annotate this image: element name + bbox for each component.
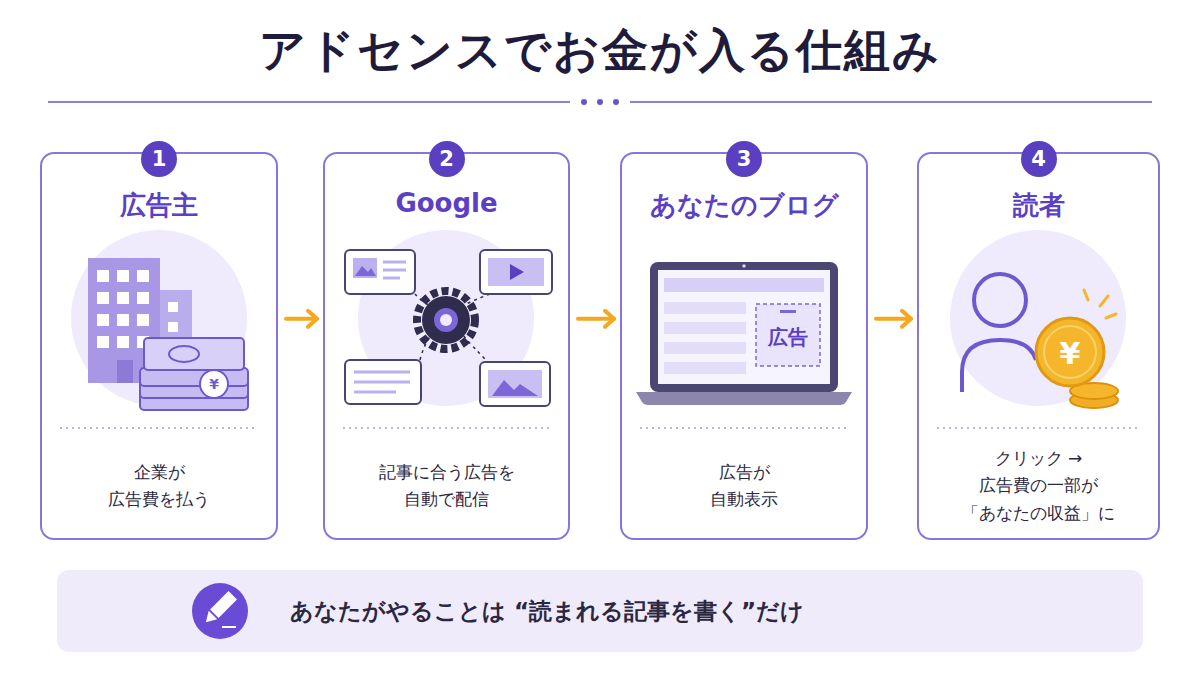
card-description: 広告が 自動表示	[694, 459, 794, 513]
title-divider-part	[613, 99, 619, 105]
card-heading: 読者	[919, 188, 1158, 223]
card-heading: Google	[325, 188, 568, 218]
callout-number: 1	[152, 147, 167, 171]
step-number: 1	[141, 141, 177, 177]
title-divider-part	[597, 99, 603, 105]
card-body-area: 広告が 自動表示	[622, 436, 866, 536]
card-description: 記事に合う広告を 自動で配信	[367, 459, 527, 513]
arrow-head	[902, 311, 911, 327]
card-body-area: 記事に合う広告を 自動で配信	[325, 436, 568, 536]
illustration-label: ¥	[1060, 336, 1081, 371]
title-divider-part	[581, 99, 587, 105]
arrow-line	[876, 317, 911, 321]
card-heading: あなたのブログ	[622, 188, 866, 223]
card-body-area: 企業が 広告費を払う	[42, 436, 276, 536]
flow-arrow	[876, 311, 911, 327]
callout-number: 3	[737, 147, 752, 171]
callout-number: 4	[1031, 147, 1046, 171]
diagram-title: アドセンスでお金が入る仕組み	[0, 20, 1200, 82]
title-divider-part	[48, 101, 570, 103]
summary-text: あなたがやることは “読まれる記事を書く”だけ	[290, 570, 804, 652]
step-number: 3	[726, 141, 762, 177]
process-card: Google記事に合う広告を 自動で配信2	[323, 152, 570, 540]
card-body-area: クリック → 広告費の一部が 「あなたの収益」に	[919, 436, 1158, 536]
process-card: あなたのブログ広告が 自動表示3	[620, 152, 868, 540]
arrow-head	[308, 311, 317, 327]
arrow-line	[286, 317, 317, 321]
flow-arrow	[286, 311, 317, 327]
step-number: 4	[1021, 141, 1057, 177]
summary-band: あなたがやることは “読まれる記事を書く”だけ	[57, 570, 1143, 652]
arrow-head	[605, 311, 614, 327]
step-number: 2	[429, 141, 465, 177]
process-card: 広告主企業が 広告費を払う1	[40, 152, 278, 540]
callout-number: 2	[439, 147, 454, 171]
title-divider-part	[630, 101, 1152, 103]
card-description: クリック → 広告費の一部が 「あなたの収益」に	[951, 445, 1126, 527]
illustration-label: 広告	[768, 324, 808, 351]
process-card: 読者クリック → 広告費の一部が 「あなたの収益」に4	[917, 152, 1160, 540]
flow-arrow	[578, 311, 614, 327]
card-description: 企業が 広告費を払う	[94, 459, 224, 513]
illustration-label: ¥	[209, 376, 219, 392]
arrow-line	[578, 317, 614, 321]
card-heading: 広告主	[42, 188, 276, 223]
title-divider	[48, 99, 1152, 105]
